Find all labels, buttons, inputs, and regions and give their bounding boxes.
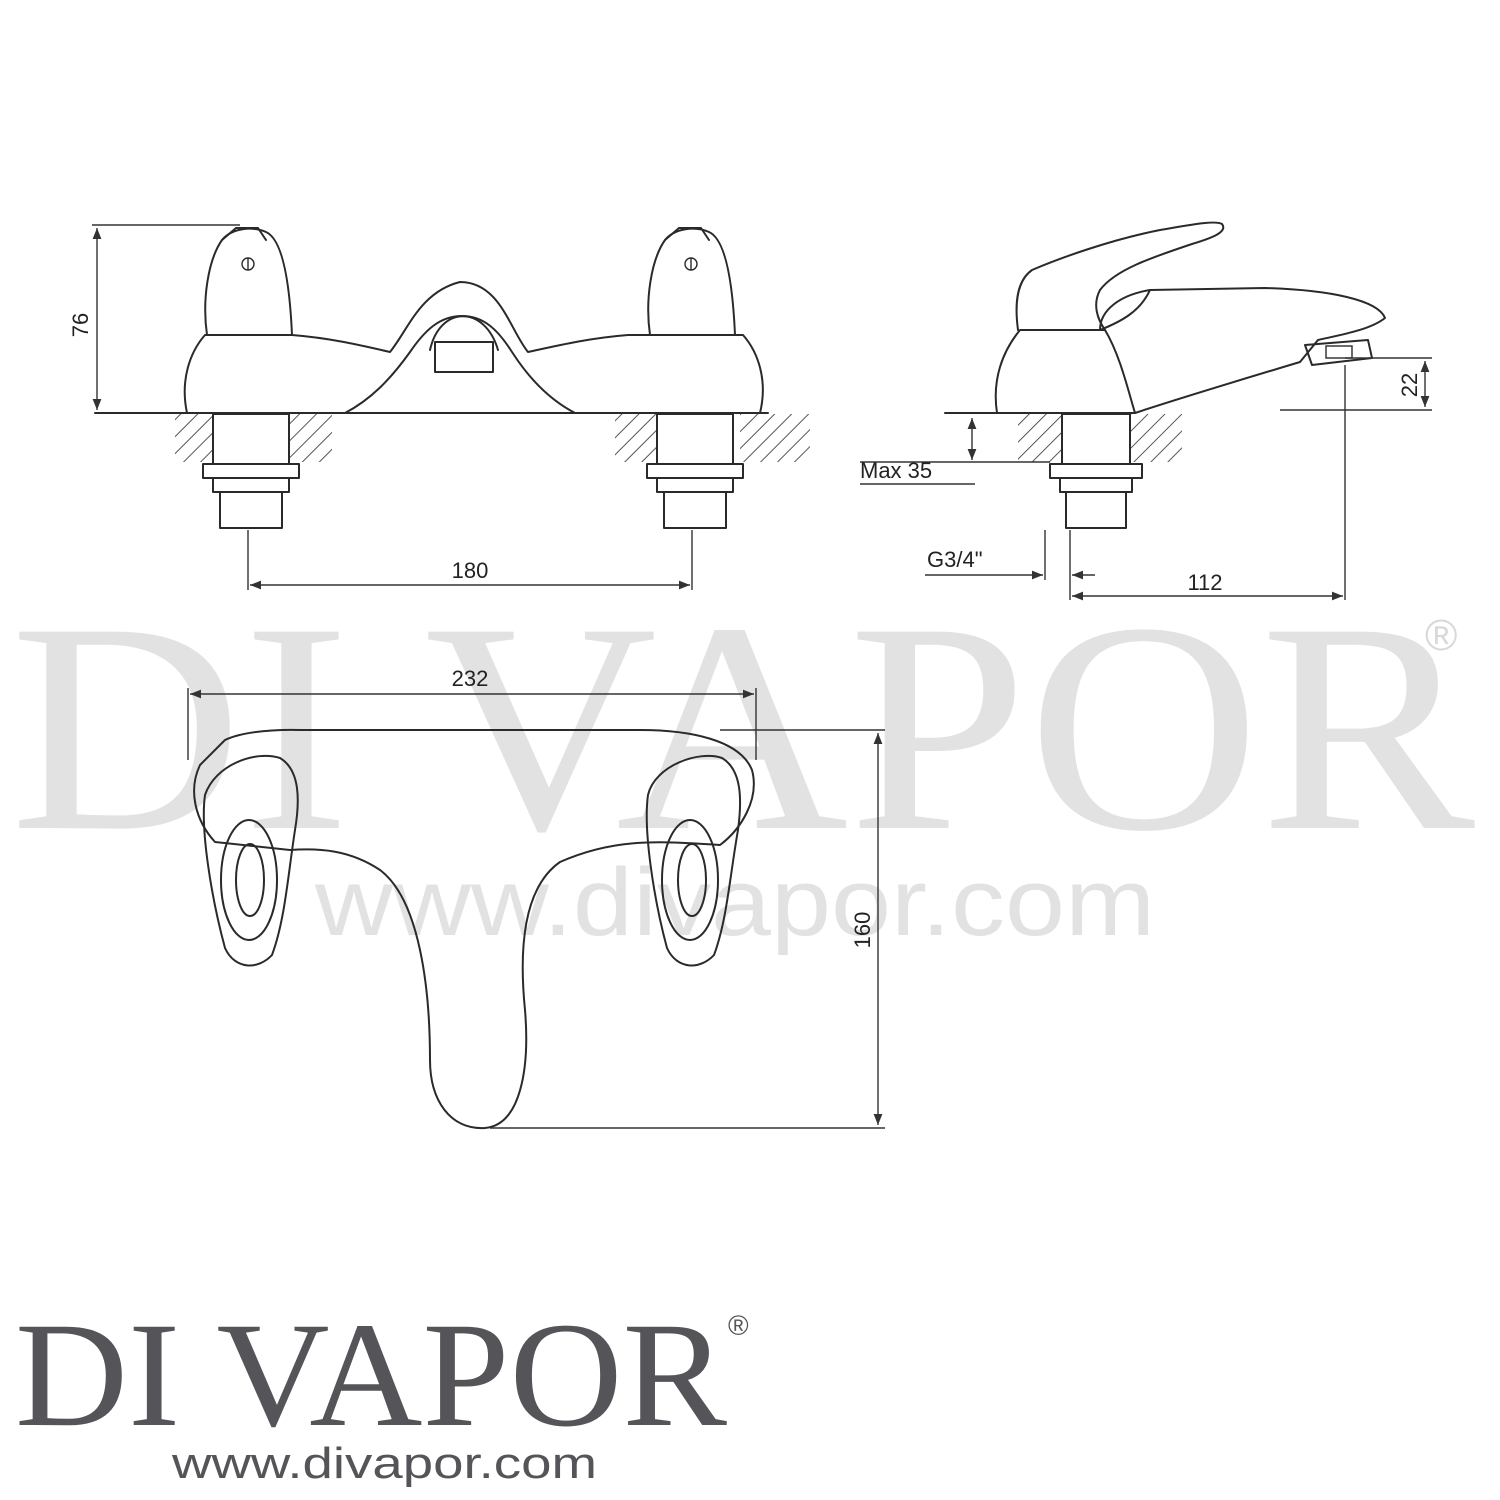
side-lever bbox=[1015, 221, 1225, 331]
plan-body bbox=[193, 728, 755, 1130]
left-thread bbox=[219, 491, 283, 529]
deck-hatch bbox=[1018, 414, 1062, 462]
mixer-body bbox=[183, 281, 764, 414]
right-thread bbox=[663, 491, 727, 529]
watermark-registered-mark: ® bbox=[1425, 611, 1457, 660]
dim-label-depth: 160 bbox=[850, 912, 875, 949]
side-tail-pipe bbox=[1061, 413, 1131, 465]
plan-right-lever-inner bbox=[677, 843, 707, 917]
right-valve-cap bbox=[664, 227, 710, 241]
aerator-mesh bbox=[1325, 345, 1353, 359]
deck-hatch bbox=[290, 414, 332, 462]
dim-label-spout-height: 22 bbox=[1397, 373, 1422, 397]
right-tail-pipe bbox=[656, 413, 734, 465]
plan-view: 232 160 bbox=[187, 666, 885, 1130]
deck-hatch bbox=[740, 414, 770, 462]
aerator bbox=[1304, 339, 1373, 366]
deck-hatch bbox=[770, 414, 810, 462]
front-elevation: 76 180 bbox=[68, 224, 810, 590]
left-back-nut bbox=[202, 463, 300, 479]
left-valve-head bbox=[204, 227, 293, 336]
left-tail-pipe bbox=[212, 413, 290, 465]
spout-top bbox=[429, 315, 499, 351]
plan-left-lever-inner bbox=[235, 843, 265, 917]
dim-label-projection: 112 bbox=[1187, 570, 1222, 595]
dim-label-width: 232 bbox=[452, 666, 489, 691]
plan-left-lever bbox=[202, 754, 299, 967]
side-nut bbox=[1059, 477, 1133, 493]
dim-label-thread: G3/4" bbox=[927, 547, 983, 572]
left-nut bbox=[212, 477, 290, 493]
dim-label-height: 76 bbox=[68, 313, 93, 337]
spout-curve bbox=[344, 315, 576, 414]
watermark: DI VAPOR ® www.divapor.com bbox=[10, 561, 1477, 956]
dim-label-spacing: 180 bbox=[452, 558, 489, 583]
side-elevation: Max 35 G3/4" 112 22 bbox=[860, 221, 1432, 601]
side-thread bbox=[1065, 491, 1127, 529]
side-back-nut bbox=[1049, 463, 1143, 479]
logo-brand: DI VAPOR bbox=[15, 1292, 727, 1458]
right-back-nut bbox=[646, 463, 744, 479]
right-valve-head bbox=[647, 227, 736, 336]
watermark-url: www.divapor.com bbox=[314, 849, 1155, 956]
deck-hatch bbox=[1130, 414, 1182, 462]
left-valve-cap bbox=[221, 227, 267, 241]
plan-right-lever-outer bbox=[661, 819, 719, 941]
lever-inner bbox=[1099, 289, 1151, 331]
right-nut bbox=[656, 477, 734, 493]
logo-url: www.divapor.com bbox=[171, 1439, 597, 1488]
plan-right-lever bbox=[645, 754, 742, 967]
deck-hatch bbox=[175, 414, 213, 462]
dim-label-max-deck: Max 35 bbox=[860, 458, 932, 483]
watermark-brand: DI VAPOR bbox=[10, 561, 1477, 893]
deck-hatch bbox=[615, 414, 657, 462]
logo-registered-mark: ® bbox=[728, 1310, 749, 1341]
brand-logo: DI VAPOR ® www.divapor.com bbox=[15, 1292, 749, 1488]
plan-left-lever-outer bbox=[220, 819, 278, 941]
spout-outlet bbox=[434, 341, 494, 373]
